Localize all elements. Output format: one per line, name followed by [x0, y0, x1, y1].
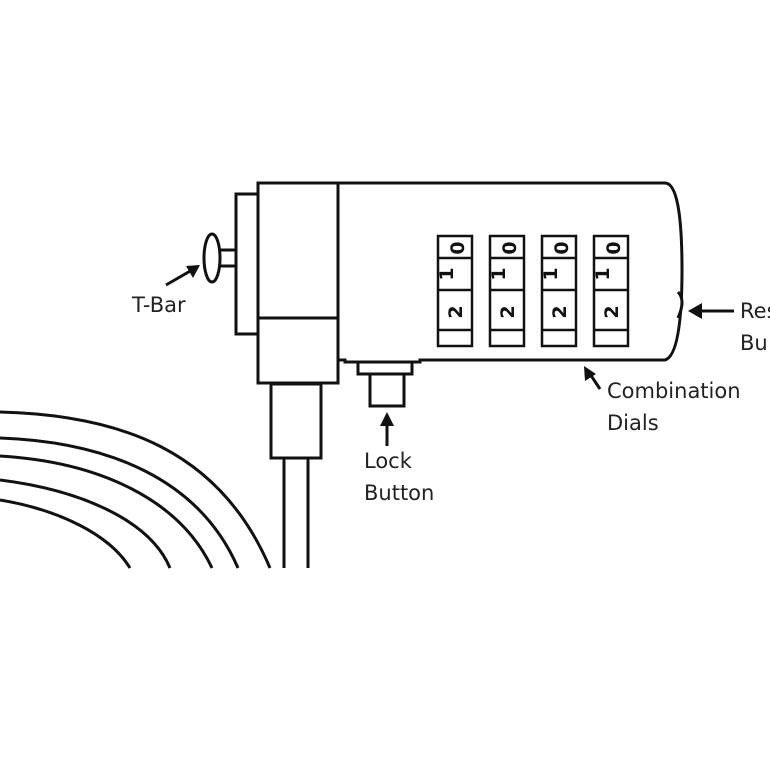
tbar-knob[interactable]	[202, 232, 236, 284]
left-housing	[256, 181, 340, 385]
tbar-label: T-Bar	[131, 293, 186, 317]
dial-2-middle: 1	[488, 267, 510, 280]
reset-label-line2: Bu	[740, 331, 768, 355]
dial-4-bottom: 2	[601, 305, 623, 318]
lock-arrow	[380, 412, 394, 446]
lock-label-line1: Lock	[364, 449, 413, 473]
combination-arrow	[584, 366, 602, 390]
dial-1-middle: 1	[436, 267, 458, 280]
dial-1-top: 0	[447, 241, 469, 254]
dial-3-bottom: 2	[549, 305, 571, 318]
dial-3[interactable]: 0 1 2	[540, 234, 578, 348]
combination-label-line2: Dials	[607, 411, 659, 435]
dial-2-bottom: 2	[497, 305, 519, 318]
tbar-arrow	[165, 265, 200, 287]
dial-3-middle: 1	[540, 267, 562, 280]
cable-stem	[269, 382, 323, 568]
combination-dials[interactable]: 0 1 2 0 1 2 0 1 2 0 1	[436, 234, 630, 348]
reset-button[interactable]	[676, 290, 684, 319]
reset-label-line1: Res	[740, 299, 770, 323]
dial-1[interactable]: 0 1 2	[436, 234, 474, 348]
dial-4-top: 0	[603, 241, 625, 254]
dial-3-top: 0	[551, 241, 573, 254]
dial-2-top: 0	[499, 241, 521, 254]
lock-label-line2: Button	[364, 481, 434, 505]
lock-button[interactable]	[356, 360, 414, 408]
dial-4-middle: 1	[592, 267, 614, 280]
dial-4[interactable]: 0 1 2	[592, 234, 630, 348]
combination-label-line1: Combination	[607, 379, 741, 403]
dial-1-bottom: 2	[445, 305, 467, 318]
cable-loops	[0, 410, 272, 569]
lock-body	[336, 181, 684, 364]
reset-arrow	[688, 303, 734, 319]
dial-2[interactable]: 0 1 2	[488, 234, 526, 348]
